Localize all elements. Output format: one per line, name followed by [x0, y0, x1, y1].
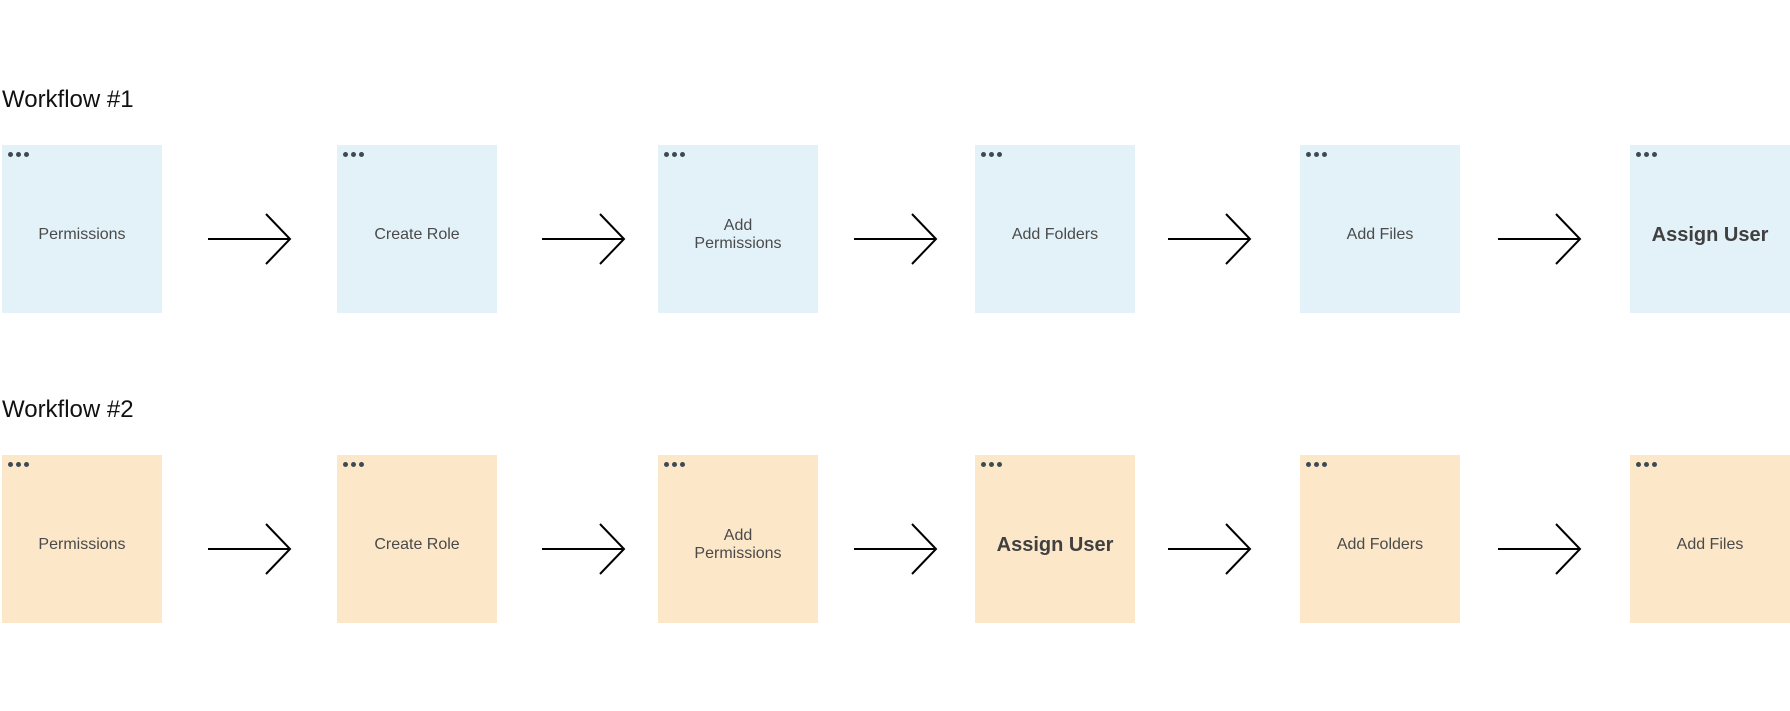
step-label: Add Files	[1676, 536, 1744, 553]
more-horizontal-icon[interactable]	[664, 151, 690, 157]
arrow-right-icon	[208, 523, 292, 575]
workflow-2-title: Workflow #2	[2, 396, 134, 423]
arrow-right-icon	[854, 213, 938, 265]
workflow-2-step-create-role[interactable]: Create Role	[337, 455, 497, 623]
step-label: Assign User	[1651, 224, 1769, 246]
workflow-2-step-add-folders[interactable]: Add Folders	[1300, 455, 1460, 623]
workflow-1-step-assign-user[interactable]: Assign User	[1630, 145, 1790, 313]
more-horizontal-icon[interactable]	[981, 461, 1007, 467]
arrow-right-icon	[1498, 213, 1582, 265]
workflow-2-step-permissions[interactable]: Permissions	[2, 455, 162, 623]
workflow-1-step-add-files[interactable]: Add Files	[1300, 145, 1460, 313]
workflow-1-step-permissions[interactable]: Permissions	[2, 145, 162, 313]
more-horizontal-icon[interactable]	[8, 151, 34, 157]
step-label: Create Role	[374, 226, 460, 243]
workflow-1-step-add-folders[interactable]: Add Folders	[975, 145, 1135, 313]
workflow-1-step-create-role[interactable]: Create Role	[337, 145, 497, 313]
workflow-2-step-add-files[interactable]: Add Files	[1630, 455, 1790, 623]
workflow-2-step-assign-user[interactable]: Assign User	[975, 455, 1135, 623]
step-label: Add Folders	[1336, 536, 1424, 553]
more-horizontal-icon[interactable]	[664, 461, 690, 467]
step-label: Permissions	[38, 536, 126, 553]
step-label: Add Files	[1346, 226, 1414, 243]
step-label: Add Permissions	[694, 527, 782, 562]
arrow-right-icon	[854, 523, 938, 575]
arrow-right-icon	[542, 213, 626, 265]
more-horizontal-icon[interactable]	[8, 461, 34, 467]
workflow-1-step-add-permissions[interactable]: Add Permissions	[658, 145, 818, 313]
workflow-2-step-add-permissions[interactable]: Add Permissions	[658, 455, 818, 623]
workflow-1-title: Workflow #1	[2, 86, 134, 113]
step-label: Create Role	[374, 536, 460, 553]
step-label: Add Folders	[1011, 226, 1099, 243]
arrow-right-icon	[542, 523, 626, 575]
more-horizontal-icon[interactable]	[1306, 151, 1332, 157]
more-horizontal-icon[interactable]	[1636, 151, 1662, 157]
more-horizontal-icon[interactable]	[343, 151, 369, 157]
step-label: Assign User	[996, 534, 1114, 556]
arrow-right-icon	[208, 213, 292, 265]
step-label: Add Permissions	[694, 217, 782, 252]
more-horizontal-icon[interactable]	[981, 151, 1007, 157]
arrow-right-icon	[1168, 213, 1252, 265]
more-horizontal-icon[interactable]	[343, 461, 369, 467]
step-label: Permissions	[38, 226, 126, 243]
more-horizontal-icon[interactable]	[1636, 461, 1662, 467]
more-horizontal-icon[interactable]	[1306, 461, 1332, 467]
arrow-right-icon	[1168, 523, 1252, 575]
arrow-right-icon	[1498, 523, 1582, 575]
